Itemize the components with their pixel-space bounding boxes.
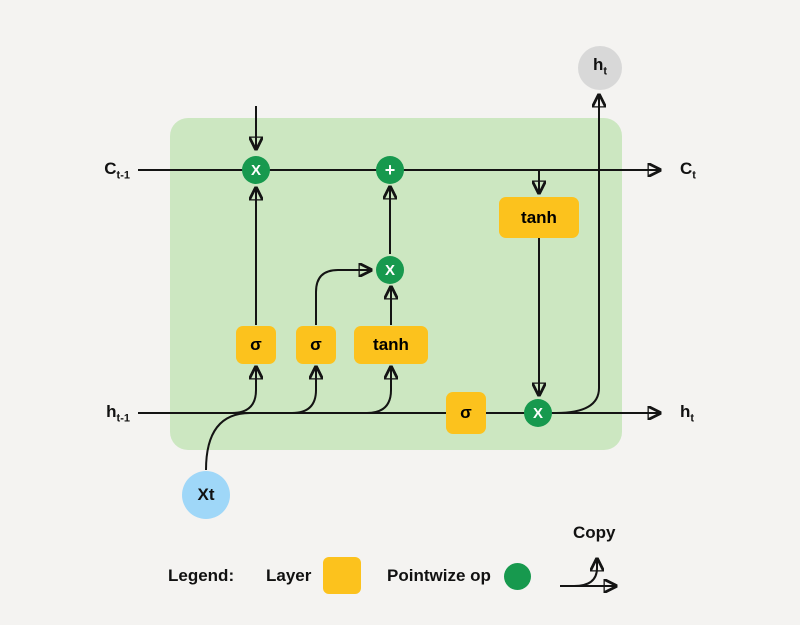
- forget-gate-sigma: σ: [236, 326, 276, 364]
- sigma2-to-input-mul-arrow: [315, 270, 371, 325]
- output-gate-sigma: σ: [446, 392, 486, 434]
- legend-copy-label: Copy: [573, 523, 616, 542]
- input-gate-sigma: σ: [296, 326, 336, 364]
- sigma-symbol: σ: [310, 335, 322, 354]
- multiply-symbol: X: [532, 404, 543, 422]
- output-multiply-op: X: [524, 399, 552, 427]
- branch-to-sigma2: [291, 367, 316, 414]
- output-tanh-layer: tanh: [499, 197, 579, 238]
- legend-pointwise-swatch: [504, 563, 531, 590]
- hidden-output-circle: ht: [578, 46, 622, 90]
- hidden-state-next-label: ht: [680, 402, 695, 425]
- multiply-symbol: X: [384, 261, 395, 279]
- forget-multiply-op: X: [242, 156, 270, 184]
- branch-to-sigma1: [231, 367, 256, 414]
- legend-pointwise-label: Pointwize op: [387, 566, 491, 585]
- input-multiply-op: X: [376, 256, 404, 284]
- legend-title: Legend:: [168, 566, 235, 585]
- copy-legend-arrow-up: [573, 559, 597, 587]
- xt-merge-line: [205, 412, 251, 471]
- hidden-state-prev-label: ht-1: [106, 402, 130, 425]
- xt-label: Xt: [197, 485, 215, 504]
- tanh-label: tanh: [521, 207, 557, 227]
- candidate-tanh-layer: tanh: [354, 326, 428, 364]
- legend-layer-swatch: [323, 557, 361, 594]
- tanh-label: tanh: [373, 335, 409, 354]
- branch-to-tanh: [366, 367, 391, 414]
- input-xt-circle: Xt: [182, 471, 230, 519]
- multiply-symbol: X: [250, 161, 261, 179]
- sigma-symbol: σ: [460, 403, 472, 422]
- add-op: +: [376, 156, 404, 184]
- legend-layer-label: Layer: [266, 566, 312, 585]
- ht-top-label: ht: [592, 54, 608, 78]
- sigma-symbol: σ: [250, 335, 262, 354]
- cell-state-next-label: Ct: [680, 159, 696, 182]
- cell-state-prev-label: Ct-1: [104, 159, 130, 182]
- branch-to-ht-output: [555, 95, 599, 414]
- plus-symbol: +: [384, 159, 396, 180]
